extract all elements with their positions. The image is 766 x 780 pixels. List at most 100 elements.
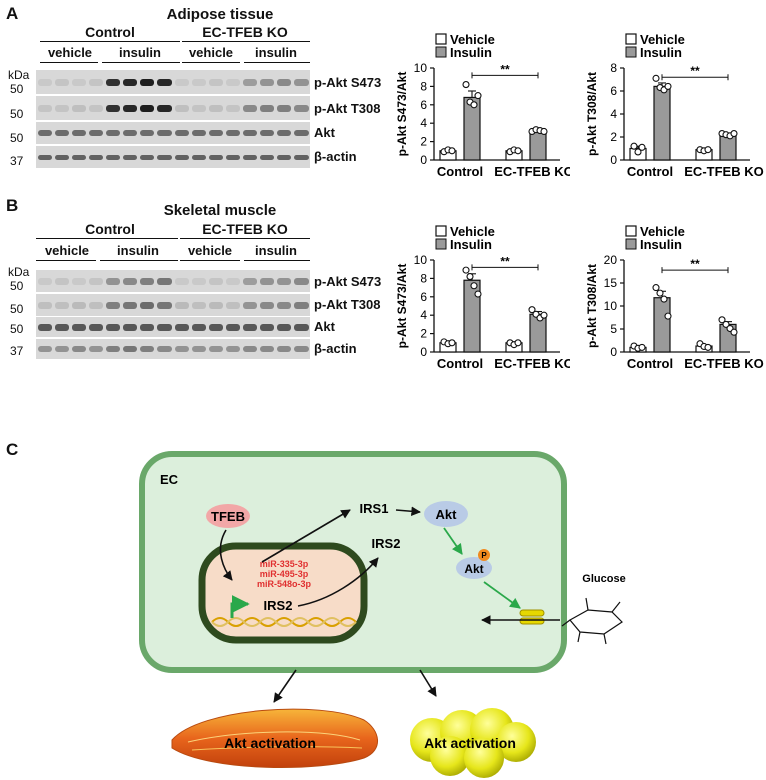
y-tick-label: 6 — [610, 84, 617, 98]
data-point — [652, 284, 660, 292]
panel-a-treat-1: vehicle — [47, 45, 93, 60]
blot-band — [225, 154, 240, 160]
legend-swatch-insulin — [435, 46, 447, 58]
irs1-label: IRS1 — [360, 501, 389, 516]
y-tick-label: 2 — [420, 135, 427, 149]
blot-band — [37, 78, 52, 86]
x-category-label: EC-TFEB KO — [494, 164, 570, 179]
panel-b-group-ko-line — [180, 238, 310, 239]
panel-a-letter: A — [6, 4, 19, 23]
blot-band — [71, 154, 86, 160]
blot-band — [123, 346, 138, 352]
y-axis-label: p-Akt T308/Akt — [585, 264, 599, 348]
blot-band — [294, 301, 309, 309]
significance-label: ** — [500, 62, 510, 76]
blot-band — [123, 277, 138, 285]
blot-band — [277, 104, 292, 112]
blot-band — [208, 323, 223, 331]
blot-band — [140, 277, 155, 285]
panel-a-treat-2-line — [102, 62, 180, 63]
blot-band — [140, 154, 155, 160]
blot-band — [191, 104, 206, 112]
blot-band — [157, 104, 172, 112]
arrow-to-adipose — [419, 669, 437, 697]
blot-band — [157, 301, 172, 309]
nucleus — [198, 542, 368, 644]
blot-band — [37, 154, 52, 160]
blot-band — [140, 78, 155, 86]
blot-band — [277, 323, 292, 331]
y-axis-label: p-Akt S473/Akt — [395, 264, 409, 349]
blot-band — [191, 130, 206, 136]
dna-helix — [211, 617, 357, 627]
blot-band — [157, 323, 172, 331]
x-category-label: Control — [627, 164, 673, 179]
panel-b-mw-1: 50 — [10, 279, 24, 293]
blot-band — [260, 346, 275, 352]
blot-band — [260, 130, 275, 136]
irs2-gene-label: IRS2 — [264, 598, 293, 613]
legend-swatch-insulin — [435, 238, 447, 250]
y-tick-label: 4 — [420, 308, 427, 322]
data-point — [664, 82, 672, 90]
blot-band — [243, 346, 258, 352]
blot-band — [106, 104, 121, 112]
blot-band — [260, 301, 275, 309]
blot-band — [191, 323, 206, 331]
blot-band — [243, 301, 258, 309]
data-point — [462, 81, 470, 89]
panel-b-group-control: Control — [85, 221, 135, 237]
blot-band — [123, 78, 138, 86]
data-point — [704, 146, 712, 154]
blot-band — [174, 104, 189, 112]
blot-band — [140, 104, 155, 112]
y-tick-label: 5 — [610, 322, 617, 336]
panel-a-mw-4: 37 — [10, 154, 24, 168]
blot-band — [174, 346, 189, 352]
blot-band — [260, 323, 275, 331]
y-tick-label: 8 — [420, 271, 427, 285]
blot-band — [37, 277, 52, 285]
blot-band — [243, 104, 258, 112]
x-category-label: EC-TFEB KO — [494, 356, 570, 371]
legend-swatch-vehicle — [625, 33, 637, 45]
legend-swatch-vehicle — [435, 33, 447, 45]
blot-band — [71, 78, 86, 86]
y-tick-label: 0 — [420, 153, 427, 167]
panel-b-letter: B — [6, 196, 19, 215]
blot-band — [37, 130, 52, 136]
y-tick-label: 8 — [610, 61, 617, 75]
blot-band — [208, 104, 223, 112]
data-point — [474, 290, 482, 298]
blot-band — [157, 130, 172, 136]
blot-band — [208, 346, 223, 352]
panel-a-title: Adipose tissue — [166, 6, 274, 23]
y-tick-label: 4 — [420, 116, 427, 130]
data-point — [638, 343, 646, 351]
legend-swatch-insulin — [625, 238, 637, 250]
blot-band — [123, 301, 138, 309]
blot-band — [88, 301, 103, 309]
blot-band — [71, 130, 86, 136]
blot-band — [71, 301, 86, 309]
blot-band — [277, 301, 292, 309]
panel-b-kda-label: kDa — [8, 265, 30, 279]
panel-b-treat-1: vehicle — [44, 243, 90, 258]
blot-band — [54, 104, 69, 112]
panel-b-treat-3: vehicle — [187, 243, 233, 258]
data-point — [514, 339, 522, 347]
x-category-label: EC-TFEB KO — [684, 164, 763, 179]
blot-band — [54, 78, 69, 86]
legend-swatch-vehicle — [435, 225, 447, 237]
blot-band — [277, 130, 292, 136]
legend-label-vehicle: Vehicle — [640, 224, 685, 239]
panel-b-row-label-2: p-Akt T308 — [314, 297, 381, 312]
blot-band — [277, 154, 292, 160]
panel-a-row-label-2: p-Akt T308 — [314, 101, 381, 116]
panel-b-treat-3-line — [180, 260, 240, 261]
y-tick-label: 6 — [420, 290, 427, 304]
legend-label-insulin: Insulin — [640, 237, 682, 252]
panel-b-treat-4: insulin — [255, 243, 297, 258]
panel-b-mw-2: 50 — [10, 302, 24, 316]
panel-a-group-ko: EC-TFEB KO — [202, 24, 288, 40]
